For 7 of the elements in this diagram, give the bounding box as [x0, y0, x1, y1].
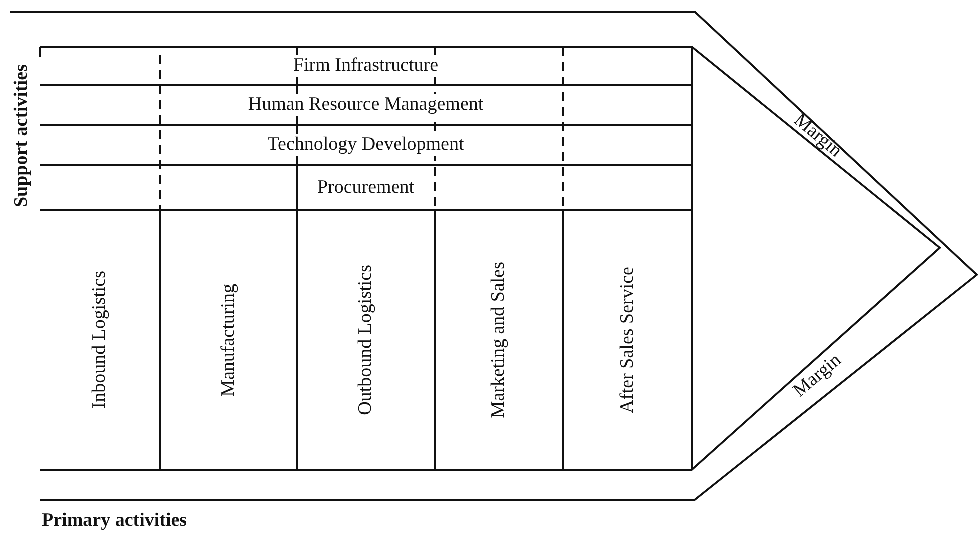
bottom-heading: Primary activities	[42, 510, 188, 532]
side-heading: Support activities	[11, 63, 33, 210]
activity-label: Outbound Logistics	[355, 264, 377, 416]
activity-label: After Sales Service	[616, 266, 638, 414]
activity-label: Marketing and Sales	[488, 262, 510, 418]
activity-label: Manufacturing	[218, 284, 240, 396]
activity-label: Inbound Logistics	[89, 271, 111, 409]
